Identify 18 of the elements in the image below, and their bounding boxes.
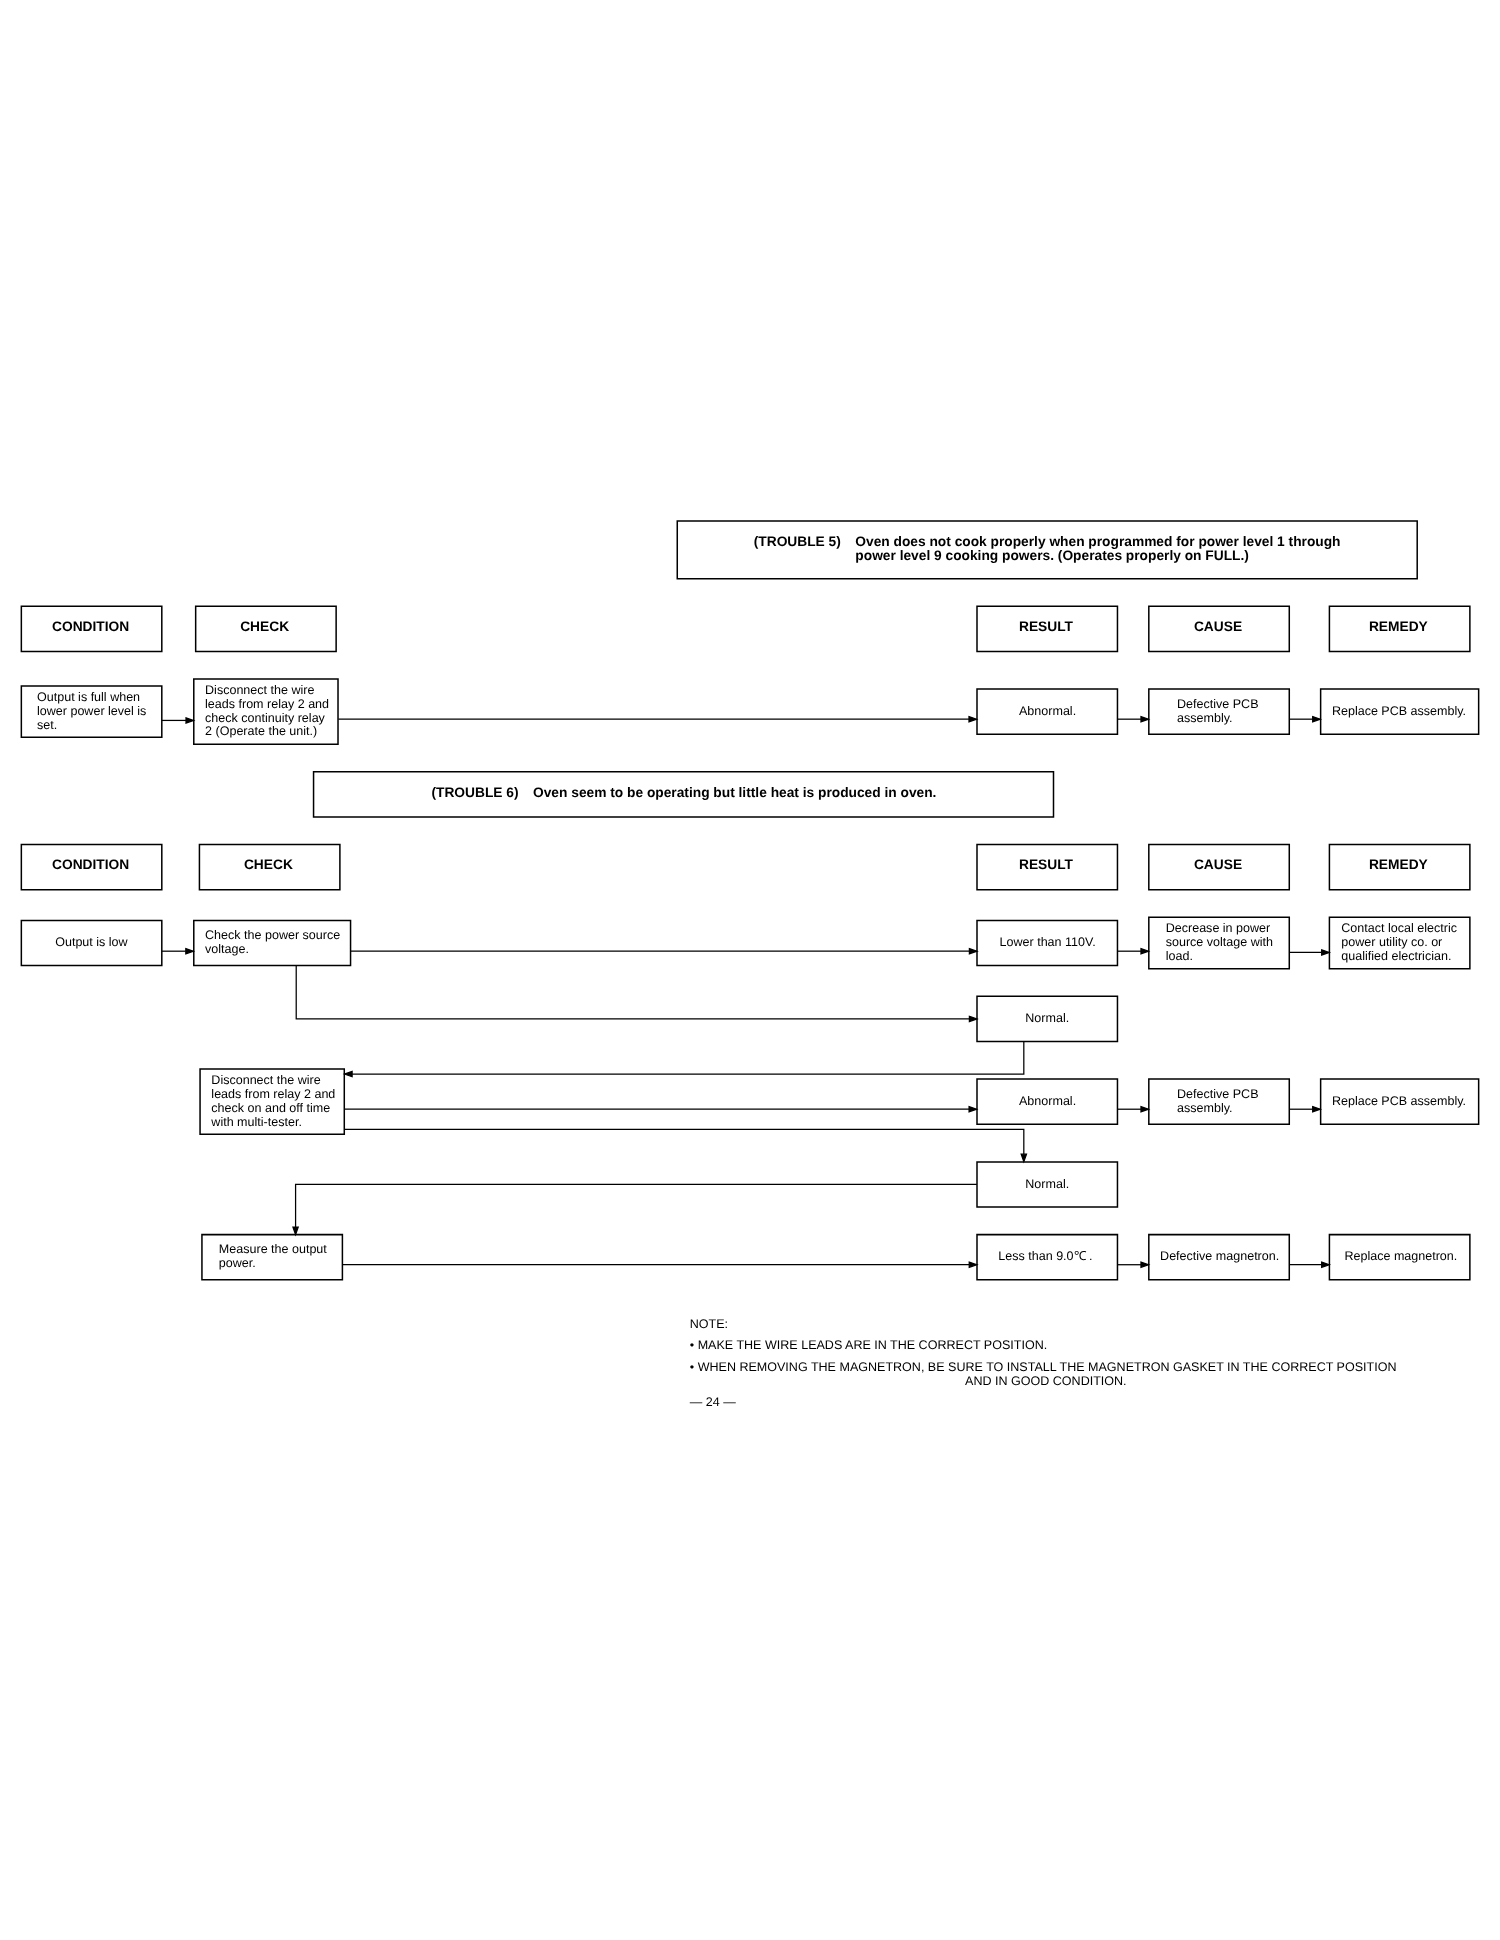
arrow	[1117, 1261, 1151, 1269]
arrow	[161, 947, 196, 955]
arrow	[1288, 948, 1332, 956]
arrow	[343, 1128, 1028, 1164]
arrow	[161, 716, 196, 724]
arrow	[1117, 947, 1151, 955]
arrow	[295, 965, 979, 1023]
arrow	[292, 1183, 978, 1237]
arrow	[343, 1105, 979, 1113]
arrow	[1288, 715, 1323, 723]
arrow	[342, 1041, 1025, 1078]
arrow	[1288, 1105, 1323, 1113]
arrow	[342, 1261, 979, 1269]
arrow	[1117, 1105, 1151, 1113]
arrow	[350, 947, 979, 955]
arrow	[337, 715, 979, 723]
arrow	[1288, 1261, 1332, 1269]
arrow	[1117, 715, 1151, 723]
